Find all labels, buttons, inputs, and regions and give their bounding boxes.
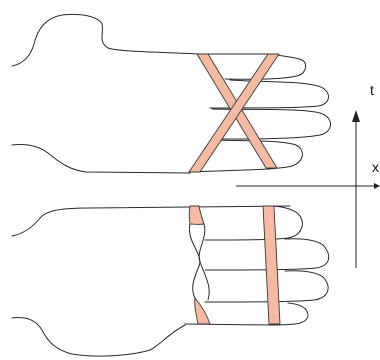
- t-axis-arrowhead: [352, 110, 360, 122]
- bottom-band-strand-right: [199, 224, 209, 300]
- bottom-band-pinched-top: [189, 206, 204, 224]
- x-axis-label: x: [372, 159, 379, 175]
- top-hand-lower-edge: [12, 144, 190, 173]
- bottom-hand-thumb-outline: [12, 318, 185, 357]
- bottom-hand: [12, 206, 329, 356]
- bottom-finger-1: [205, 206, 302, 240]
- top-hand-wrist-outline: [12, 14, 270, 66]
- bottom-band-straight: [263, 206, 280, 324]
- x-axis-arrowhead: [374, 183, 380, 189]
- bottom-hand-upper-edge: [12, 206, 290, 236]
- bottom-band-strand-left: [189, 224, 199, 298]
- t-axis-label: t: [370, 82, 374, 98]
- top-hand: [12, 14, 331, 173]
